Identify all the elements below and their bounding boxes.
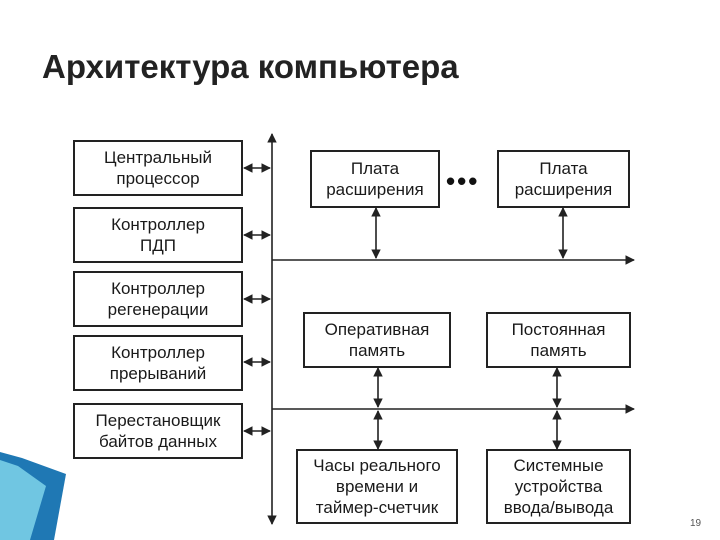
- ram-label-1: Оперативная: [324, 320, 430, 339]
- io-label-1: Системные: [513, 456, 604, 475]
- page-number: 19: [690, 518, 702, 529]
- regen-label-2: регенерации: [107, 300, 209, 319]
- expansion-board-1-box: Плата расширения: [310, 150, 440, 208]
- cpu-label-2: процессор: [116, 169, 200, 188]
- clock-label-1: Часы реального: [313, 456, 441, 475]
- swapper-label-2: байтов данных: [99, 432, 217, 451]
- dma-label-1: Контроллер: [111, 215, 205, 234]
- regen-label-1: Контроллер: [111, 279, 205, 298]
- ram-label-2: память: [348, 341, 406, 360]
- io-label-3: ввода/вывода: [503, 498, 614, 517]
- rom-label-2: память: [530, 341, 587, 360]
- exp1-label-2: расширения: [326, 180, 424, 199]
- rom-box: Постоянная память: [486, 312, 631, 368]
- ellipsis-dots: •••: [446, 166, 480, 196]
- expansion-board-2-box: Плата расширения: [497, 150, 630, 208]
- intr-label-1: Контроллер: [111, 343, 205, 362]
- exp2-label-1: Плата: [539, 159, 588, 178]
- io-label-2: устройства: [514, 477, 603, 496]
- cpu-box: Центральный процессор: [73, 140, 243, 196]
- exp2-label-2: расширения: [514, 180, 613, 199]
- corner-decoration: [0, 452, 66, 540]
- intr-label-2: прерываний: [109, 364, 207, 383]
- clock-label-3: таймер-счетчик: [315, 498, 439, 517]
- exp1-label-1: Плата: [350, 159, 400, 178]
- interrupt-controller-box: Контроллер прерываний: [73, 335, 243, 391]
- rom-label-1: Постоянная: [511, 320, 606, 339]
- corner-deco-light: [0, 460, 46, 540]
- slide-title: Архитектура компьютера: [42, 48, 459, 85]
- swapper-label-1: Перестановщик: [95, 411, 221, 430]
- realtime-clock-box: Часы реального времени и таймер-счетчик: [296, 449, 458, 524]
- regeneration-controller-box: Контроллер регенерации: [73, 271, 243, 327]
- system-io-box: Системные устройства ввода/вывода: [486, 449, 631, 524]
- cpu-label-1: Центральный: [104, 148, 212, 167]
- ram-box: Оперативная память: [303, 312, 451, 368]
- byte-swapper-box: Перестановщик байтов данных: [73, 403, 243, 459]
- clock-label-2: времени и: [335, 477, 419, 496]
- dma-label-2: ПДП: [140, 236, 176, 255]
